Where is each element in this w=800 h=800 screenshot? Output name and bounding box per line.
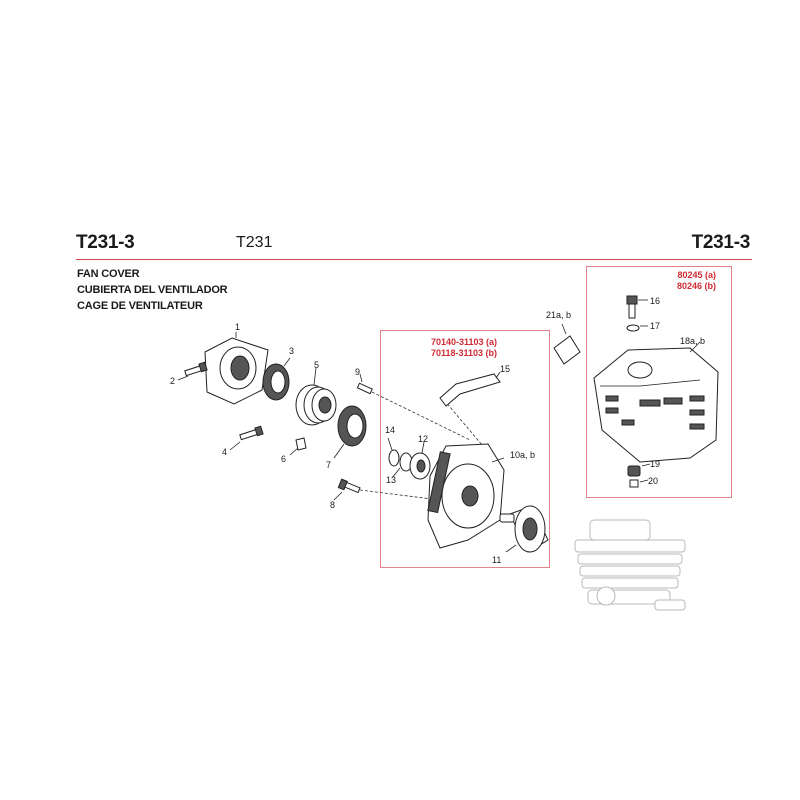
callout-8: 8 (330, 500, 335, 510)
cover-kit-part-number-b: 80246 (b) (676, 281, 716, 291)
title-french: CAGE DE VENTILATEUR (77, 300, 203, 312)
cover-kit-part-number-a: 80245 (a) (677, 270, 716, 280)
callout-4: 4 (222, 447, 227, 457)
part-2-bolt (177, 361, 208, 381)
callout-18: 18a, b (680, 336, 705, 346)
model-name: T231 (236, 234, 273, 251)
engine-ghost-illustration (574, 519, 686, 611)
part-6-clip (289, 437, 307, 456)
callout-10: 10a, b (510, 450, 535, 460)
callout-5: 5 (314, 360, 319, 370)
starter-kit-part-number-b: 70118-31103 (b) (430, 348, 498, 358)
title-spanish: CUBIERTA DEL VENTILADOR (77, 284, 228, 296)
page-code-left: T231-3 (76, 232, 135, 253)
callout-14: 14 (385, 425, 395, 435)
part-15-starter-handle (439, 371, 501, 407)
part-14-snap-ring (387, 437, 400, 467)
title-english: FAN COVER (77, 268, 140, 280)
callout-9: 9 (355, 367, 360, 377)
part-10-starter-housing (427, 443, 505, 549)
part-1-housing (204, 332, 269, 405)
callout-16: 16 (650, 296, 660, 306)
part-11-fan-drum (499, 505, 549, 553)
callout-17: 17 (650, 321, 660, 331)
callout-21: 21a, b (546, 310, 571, 320)
assembly-guide-lines (359, 391, 489, 501)
callout-7: 7 (326, 460, 331, 470)
starter-kit-box (380, 330, 550, 568)
part-5-clutch-spring (295, 367, 337, 426)
callout-19: 19 (650, 459, 660, 469)
starter-kit-part-number-a: 70140-31103 (a) (430, 337, 498, 347)
callout-20: 20 (648, 476, 658, 486)
part-9-bolt (356, 373, 373, 395)
part-17-washer (626, 324, 648, 332)
callout-2: 2 (170, 376, 175, 386)
part-20-nut (629, 479, 649, 488)
part-7-ring (333, 405, 367, 459)
header-divider (76, 259, 752, 260)
cover-kit-box (586, 266, 732, 498)
part-16-bolt (626, 295, 648, 319)
callout-12: 12 (418, 434, 428, 444)
callout-3: 3 (289, 346, 294, 356)
part-4-bolt (229, 425, 264, 451)
callout-6: 6 (281, 454, 286, 464)
page-code-right: T231-3 (691, 232, 751, 253)
part-8-bolt (333, 478, 361, 501)
callout-15: 15 (500, 364, 510, 374)
part-3-ring (262, 357, 291, 401)
part-12-bearing (409, 441, 431, 480)
callout-1: 1 (235, 322, 240, 332)
callout-11: 11 (492, 555, 501, 565)
callout-13: 13 (386, 475, 396, 485)
part-21-label (553, 323, 581, 365)
part-19-grommet (627, 463, 651, 477)
part-18-fan-cover (593, 341, 719, 463)
